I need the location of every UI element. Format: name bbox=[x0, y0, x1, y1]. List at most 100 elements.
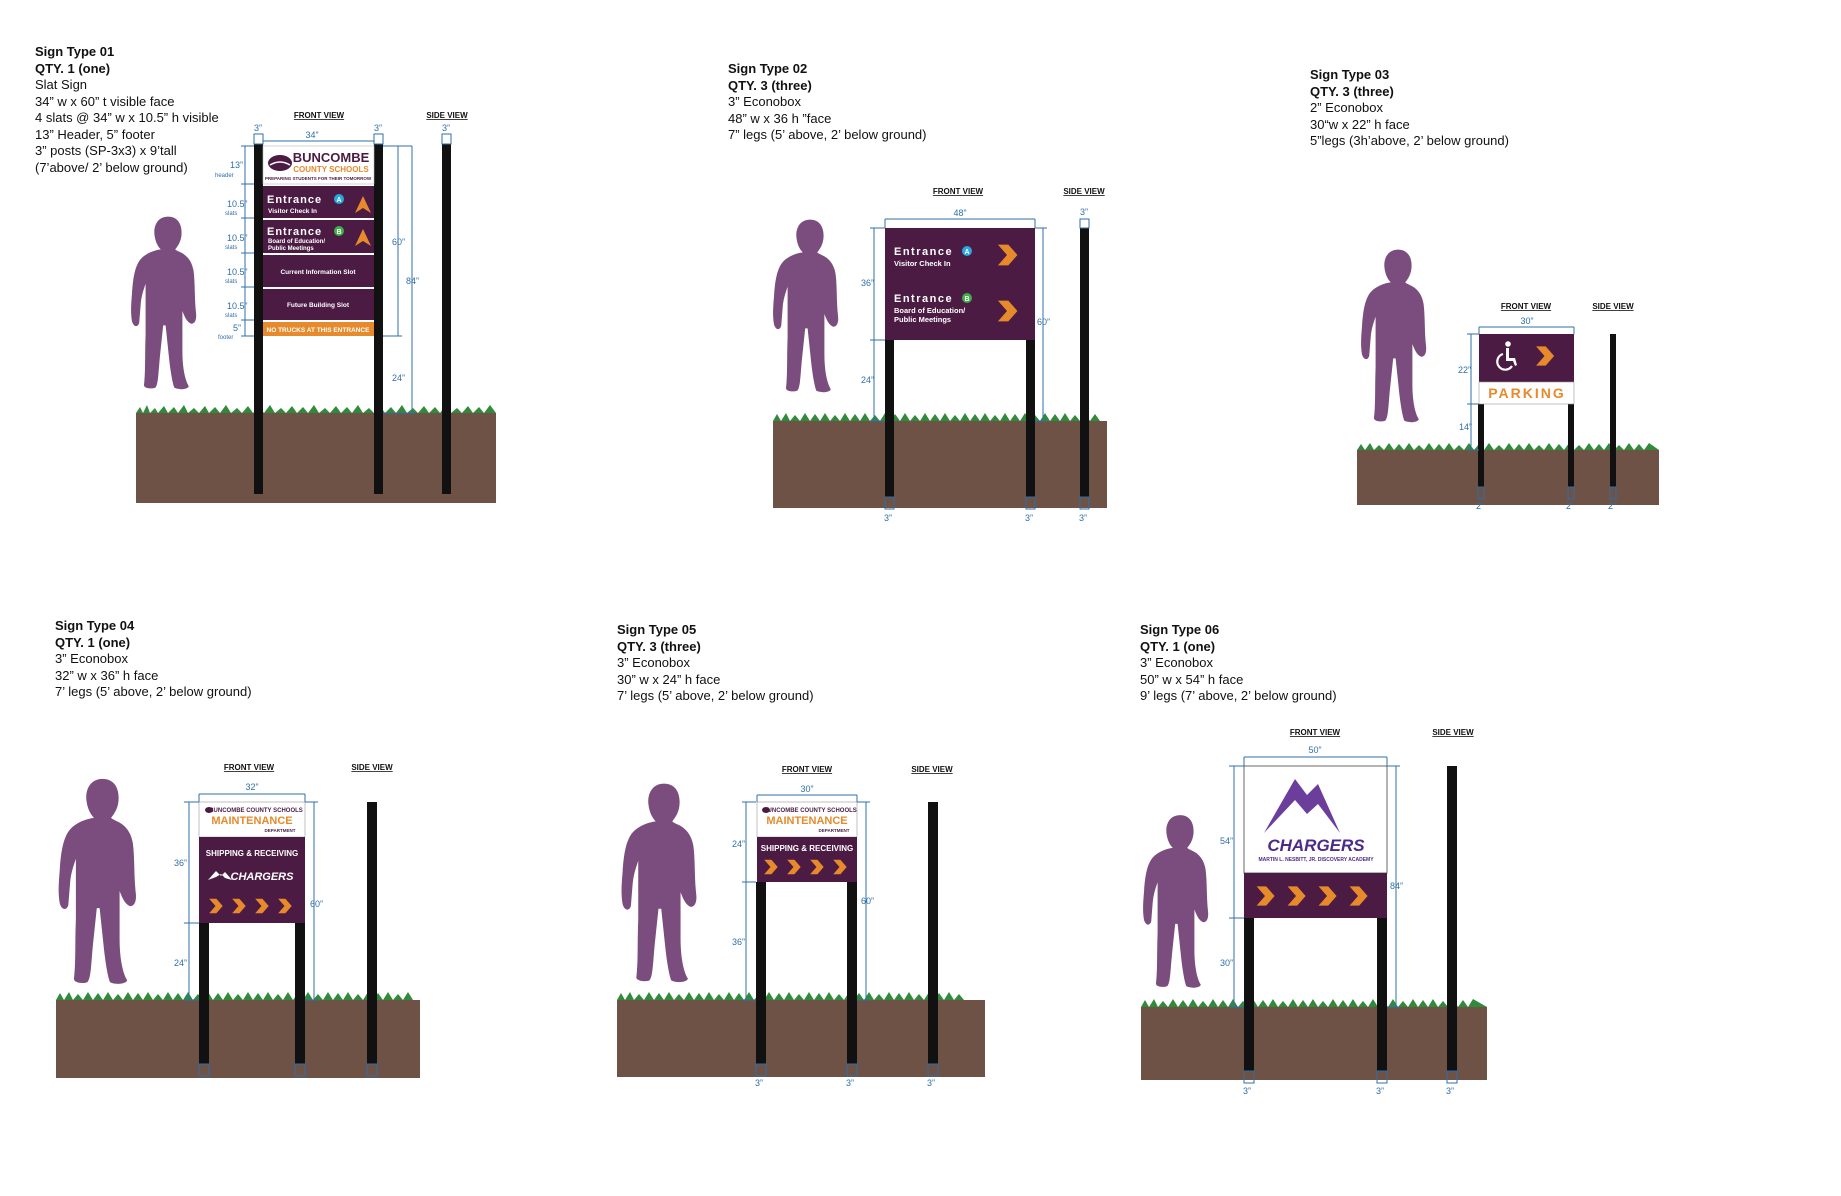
dim-leg-left: 3” bbox=[1243, 1086, 1251, 1096]
logo-mark bbox=[268, 155, 292, 171]
side-view-leg bbox=[367, 802, 377, 1064]
dimension-lines bbox=[241, 133, 452, 414]
front-view-label: FRONT VIEW bbox=[294, 111, 345, 120]
spec-sign-type-01: Sign Type 01 QTY. 1 (one) Slat Sign 34” … bbox=[35, 44, 219, 176]
slat-4-text: Future Building Slot bbox=[287, 302, 350, 309]
ground-grass bbox=[56, 992, 420, 1000]
side-view-label: SIDE VIEW bbox=[426, 111, 468, 120]
slat-2-title: Entrance bbox=[267, 226, 322, 238]
sign-face-upper bbox=[1243, 765, 1388, 874]
sign-face-lower bbox=[1478, 381, 1575, 405]
dim-slat: 10.5” bbox=[227, 199, 248, 209]
dim-overall-height: 60” bbox=[861, 896, 874, 906]
spec-line: 50” w x 54” h face bbox=[1140, 671, 1244, 687]
dim-leg-right: 3” bbox=[846, 1078, 854, 1088]
dimension-labels: 30” 22” 14” 2” 2” 2” bbox=[1458, 316, 1616, 511]
spec-qty: QTY. 3 (three) bbox=[617, 638, 701, 654]
slat-1-badge: A bbox=[336, 197, 341, 204]
dim-face-width: 32” bbox=[245, 782, 258, 792]
line-1-sub: Visitor Check In bbox=[894, 259, 951, 268]
dim-face-width: 30” bbox=[1520, 316, 1533, 326]
slat-1-title: Entrance bbox=[267, 194, 322, 206]
circle-letter-badge-icon bbox=[334, 226, 344, 236]
dim-leg-left: 3” bbox=[884, 513, 892, 523]
dim-header-label: header bbox=[215, 173, 234, 179]
dim-side-post: 3” bbox=[1080, 207, 1088, 217]
spec-title: Sign Type 04 bbox=[55, 618, 135, 633]
dim-face-width: 50” bbox=[1308, 745, 1321, 755]
spec-line: 34” w x 60” t visible face bbox=[35, 93, 175, 109]
ground-soil bbox=[56, 1000, 420, 1078]
dim-face-width: 34” bbox=[305, 130, 318, 140]
ground-soil bbox=[773, 421, 1107, 508]
spec-qty: QTY. 1 (one) bbox=[1140, 638, 1216, 654]
spec-line: 3” Econobox bbox=[617, 655, 690, 670]
band-text: SHIPPING & RECEIVING bbox=[761, 844, 853, 853]
dim-overall-height: 84” bbox=[1390, 881, 1403, 891]
spec-title: Sign Type 06 bbox=[1140, 622, 1220, 637]
header-org-line1: BUNCOMBE bbox=[293, 150, 370, 165]
sign-face-upper bbox=[1479, 334, 1574, 382]
dim-overall-height: 60” bbox=[310, 899, 323, 909]
ground-grass bbox=[1357, 443, 1659, 450]
dim-face-height: 54” bbox=[1220, 836, 1233, 846]
post-left bbox=[254, 144, 263, 494]
dim-slat-label: slats bbox=[225, 245, 237, 251]
wheelchair-accessibility-icon bbox=[1496, 341, 1517, 371]
line-2-title: Entrance bbox=[894, 293, 953, 305]
leg-left bbox=[1478, 404, 1484, 487]
dim-face-height: 22” bbox=[1458, 365, 1471, 375]
leg-left bbox=[199, 923, 209, 1064]
front-view-label: FRONT VIEW bbox=[224, 763, 275, 772]
ground-grass bbox=[1141, 999, 1487, 1007]
slat-3 bbox=[263, 255, 374, 287]
circle-letter-badge-icon bbox=[962, 293, 972, 303]
leg-right bbox=[847, 882, 857, 1064]
slat-2 bbox=[263, 220, 374, 253]
spec-line: 30” w x 24” h face bbox=[617, 671, 721, 687]
line-1-badge: A bbox=[964, 249, 969, 256]
spec-sign-type-03: Sign Type 03 QTY. 3 (three) 2” Econobox … bbox=[1310, 67, 1509, 150]
dimension-lines bbox=[742, 794, 939, 1077]
person-silhouette-icon bbox=[131, 216, 197, 390]
person-silhouette-icon bbox=[1143, 815, 1209, 988]
dim-face-height: 24” bbox=[732, 839, 745, 849]
spec-line: 3” Econobox bbox=[1140, 655, 1213, 670]
slat-4 bbox=[263, 289, 374, 320]
dim-leg-right: 3” bbox=[1025, 513, 1033, 523]
side-view-post bbox=[442, 144, 451, 494]
spec-line: (7’above/ 2’ below ground) bbox=[35, 159, 188, 175]
spec-qty: QTY. 1 (one) bbox=[55, 634, 131, 650]
header-org-line2: COUNTY SCHOOLS bbox=[293, 165, 369, 174]
dim-side-post: 3” bbox=[442, 123, 450, 133]
front-view-label: FRONT VIEW bbox=[1501, 302, 1552, 311]
spec-line: Slat Sign bbox=[35, 77, 88, 92]
chevron-up-arrow-icon bbox=[355, 196, 371, 213]
ground-soil bbox=[1141, 1007, 1487, 1080]
person-silhouette-icon bbox=[773, 219, 839, 393]
dimension-lines bbox=[184, 793, 378, 1077]
circle-letter-badge-icon bbox=[962, 246, 972, 256]
dim-footer-label: footer bbox=[218, 335, 233, 341]
ground-grass bbox=[136, 405, 496, 413]
dimension-labels: 48” 3” 36” 24” 60” 3” 3” 3” bbox=[861, 207, 1088, 523]
spec-line: 7’ legs (5’ above, 2’ below ground) bbox=[617, 688, 814, 703]
spec-qty: QTY. 3 (three) bbox=[728, 77, 812, 93]
spec-line: 3” posts (SP-3x3) x 9’tall bbox=[35, 143, 177, 158]
mountain-logo-icon bbox=[208, 871, 232, 880]
dept-main: MAINTENANCE bbox=[766, 815, 847, 827]
ground-soil bbox=[617, 1000, 985, 1077]
leg-right bbox=[295, 923, 305, 1064]
circle-letter-badge-icon bbox=[334, 194, 344, 204]
spec-line: 7” legs (5’ above, 2’ below ground) bbox=[728, 127, 927, 142]
side-view-label: SIDE VIEW bbox=[1592, 302, 1634, 311]
dim-leg-right: 2” bbox=[1566, 501, 1574, 511]
dim-clearance: 24” bbox=[174, 958, 187, 968]
side-view-leg bbox=[1080, 228, 1089, 497]
spec-line: 32” w x 36” h face bbox=[55, 667, 159, 683]
dimension-labels: 32” 36” 24” 60” bbox=[174, 782, 323, 968]
dimension-lines bbox=[870, 218, 1090, 510]
side-view-leg bbox=[1610, 334, 1616, 487]
side-view-label: SIDE VIEW bbox=[1432, 728, 1474, 737]
